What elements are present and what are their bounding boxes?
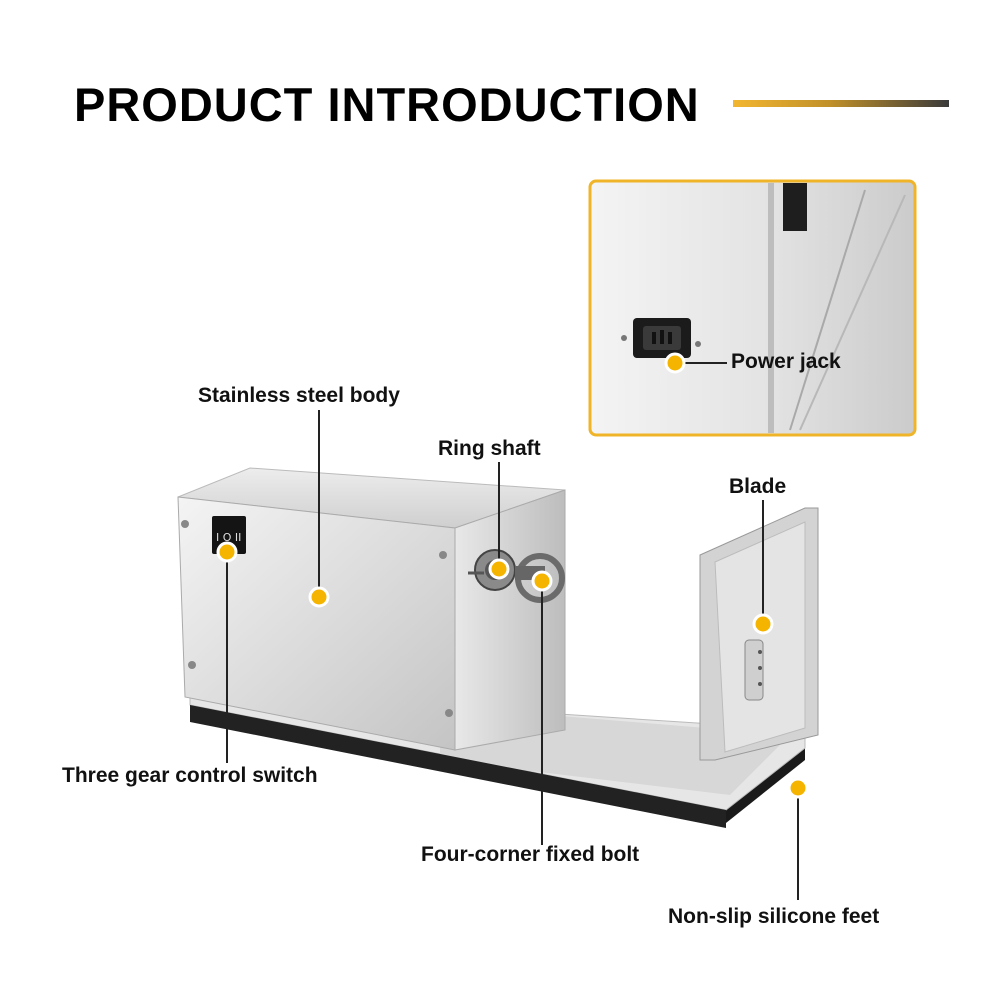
title-accent-bar — [733, 100, 949, 107]
ring-shaft-label: Ring shaft — [438, 437, 541, 460]
ring-shaft-marker — [488, 558, 510, 580]
power-jack-label: Power jack — [731, 350, 841, 373]
power-jack-marker — [664, 352, 686, 374]
fixed-bolt-label: Four-corner fixed bolt — [421, 843, 640, 866]
blade-label: Blade — [729, 475, 787, 498]
power-jack-inset — [588, 179, 917, 437]
stainless-body-label: Stainless steel body — [198, 384, 400, 407]
stainless-body-marker — [308, 586, 330, 608]
page-title: PRODUCT INTRODUCTION — [74, 78, 700, 131]
feet-marker — [787, 777, 809, 799]
inset-switch-block — [783, 183, 807, 231]
callout-lines — [226, 362, 799, 900]
silicone-feet-label: Non-slip silicone feet — [668, 905, 880, 928]
blade-marker — [752, 613, 774, 635]
fixed-bolt-marker — [531, 570, 553, 592]
blade-frame — [699, 507, 819, 761]
switch-marker — [216, 541, 238, 563]
svg-text:I O II: I O II — [216, 531, 241, 544]
switch-label: Three gear control switch — [62, 764, 318, 787]
